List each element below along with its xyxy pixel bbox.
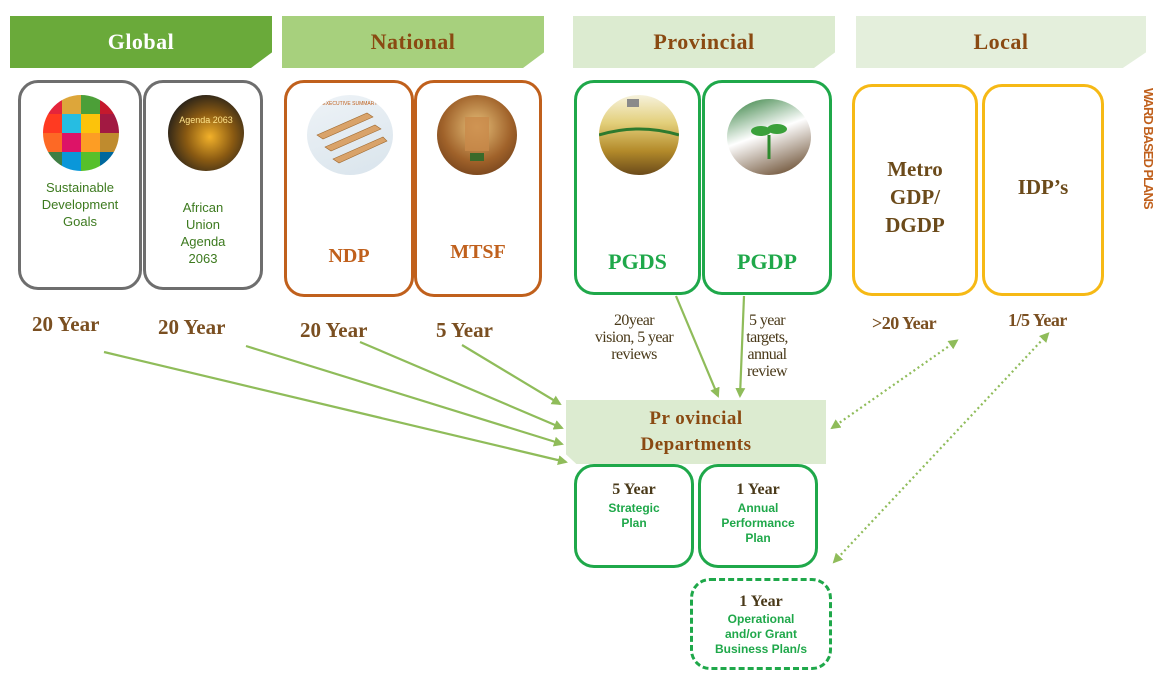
card-sdg: Sustainable Development Goals [18,80,142,290]
card-mtsf-label: MTSF [450,241,506,263]
mtsf-cover-icon [437,95,517,175]
card-ndp-label: NDP [328,245,370,267]
timeframe-idp: 1/5 Year [1008,310,1067,330]
card-ndp: EXECUTIVE SUMMARY NDP [284,80,414,297]
arrow-sdg-to-depts [103,350,568,466]
plan-strategic-body: Strategic Plan [608,501,660,530]
card-metro-label: Metro GDP/ DGDP [885,157,945,237]
card-pgds-label: PGDS [608,249,667,274]
provincial-departments-label: Pr ovincial Departments [640,408,752,455]
arrow-au-to-depts [245,344,564,447]
agenda-2063-thumb-text: Agenda 2063 [179,115,233,125]
header-national-label: National [370,29,456,54]
pgdp-cover-icon [727,99,811,175]
card-sdg-label: Sustainable Development Goals [41,180,119,229]
header-provincial: Provincial [573,16,835,68]
side-label-text: WARD BASED PLANS [1141,88,1156,209]
header-local-label: Local [973,29,1029,54]
card-pgdp-label: PGDP [737,249,797,274]
header-provincial-label: Provincial [653,29,755,54]
timeframe-sdg: 20 Year [32,312,100,336]
timeframe-mtsf: 5 Year [436,318,493,342]
header-global-label: Global [107,29,175,54]
timeframe-pgds: 20year vision, 5 year reviews [594,312,674,363]
card-idp: IDP’s [982,84,1104,296]
plan-annual-body: Annual Performance Plan [721,501,795,545]
card-idp-label: IDP’s [1017,175,1069,199]
card-mtsf: MTSF [414,80,542,297]
provincial-departments-box: Pr ovincial Departments [566,400,826,464]
arrow-ndp-to-depts [359,340,564,430]
side-label: WARD BASED PLANS [1138,88,1158,258]
agenda-2063-image-icon: Agenda 2063 [168,95,244,171]
card-au-label: African Union Agenda 2063 [180,200,226,266]
pgds-cover-icon [599,95,679,175]
card-au: Agenda 2063 African Union Agenda 2063 [143,80,263,290]
header-local: Local [856,16,1146,68]
plan-strategic: 5 Year Strategic Plan [574,464,694,568]
arrow-idp-plan-link [832,332,1050,564]
header-national: National [282,16,544,68]
ndp-cover-icon: EXECUTIVE SUMMARY [307,95,393,175]
plan-operational-body: Operational and/or Grant Business Plan/s [714,612,808,656]
sdg-logo-icon [43,95,119,171]
card-pgdp: PGDP [702,80,832,295]
arrow-mtsf-to-depts [461,344,562,406]
plan-strategic-heading: 5 Year [612,481,656,498]
plan-operational: 1 Year Operational and/or Grant Business… [690,578,832,670]
card-pgds: PGDS [574,80,701,295]
ndp-thumb-text: EXECUTIVE SUMMARY [322,101,378,107]
plan-annual: 1 Year Annual Performance Plan [698,464,818,568]
card-metro: Metro GDP/ DGDP [852,84,978,296]
arrow-metro-depts-link [830,339,959,430]
timeframe-pgdp: 5 year targets, annual review [746,312,788,380]
timeframe-ndp: 20 Year [300,318,368,342]
plan-operational-heading: 1 Year [739,593,783,610]
plan-annual-heading: 1 Year [736,481,780,498]
timeframe-au: 20 Year [158,315,226,339]
timeframe-metro: >20 Year [872,313,937,333]
header-global: Global [10,16,272,68]
